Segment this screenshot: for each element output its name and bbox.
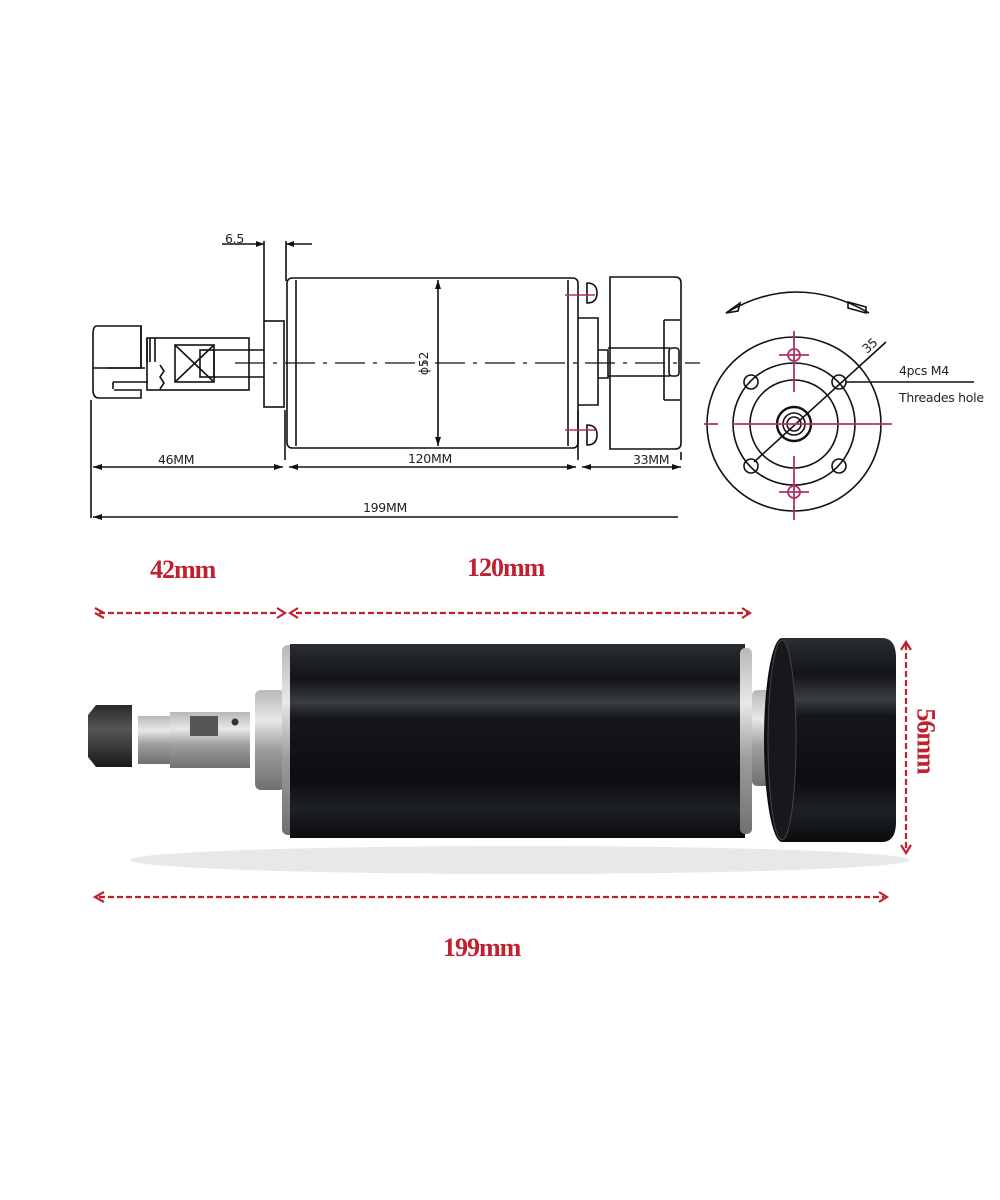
flange-thickness-label: 6.5 [225,231,244,246]
body-diameter-label: ϕ52 [416,351,432,376]
side-view-drawing [90,241,974,520]
technical-drawing: 6.5 ϕ52 46MM 120MM 33MM 199MM 35 4pcs M4… [0,0,1000,540]
total-length-label: 199MM [363,500,407,515]
collet-length-label: 46MM [158,452,195,467]
hole-callout-line1: 4pcs M4 [899,363,949,378]
body-length-label: 120MM [408,451,452,466]
product-photo: 42mm 120mm 199mm 56mm [0,540,1000,1200]
hole-callout-line2: Threades hole [899,390,984,405]
photo-body-length-label: 120mm [467,553,545,582]
photo-dimension-arrows [92,607,912,903]
fan-length-label: 33MM [633,452,670,467]
photo-collet-length-label: 42mm [150,555,216,584]
photo-total-length-label: 199mm [443,933,521,962]
